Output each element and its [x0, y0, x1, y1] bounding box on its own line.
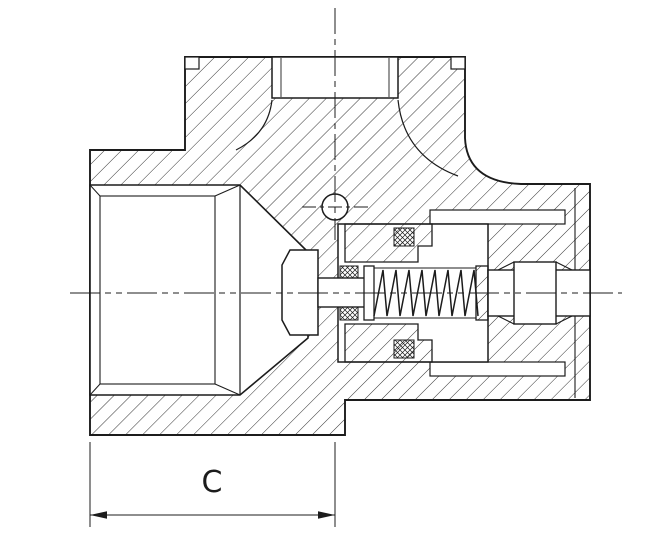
dimension-arrow-right: [318, 511, 335, 519]
thread-minor-outline: [99, 195, 216, 385]
top-flange-step-left: [184, 56, 200, 70]
boss-fillet-left: [235, 99, 273, 151]
upper-passage: [429, 209, 566, 225]
dimension-c: C: [89, 442, 336, 527]
compression-spring: [373, 267, 479, 319]
top-flange-step-right: [450, 56, 466, 70]
lower-passage: [429, 361, 566, 377]
dimension-label: C: [202, 465, 223, 500]
dimension-arrow-left: [90, 511, 107, 519]
left-port-cavity: [89, 184, 309, 396]
boss-fillet-right: [397, 99, 459, 177]
drawing-lines: C: [70, 8, 622, 527]
oring-seal-upper: [393, 227, 415, 247]
oring-seal-lower: [393, 339, 415, 359]
